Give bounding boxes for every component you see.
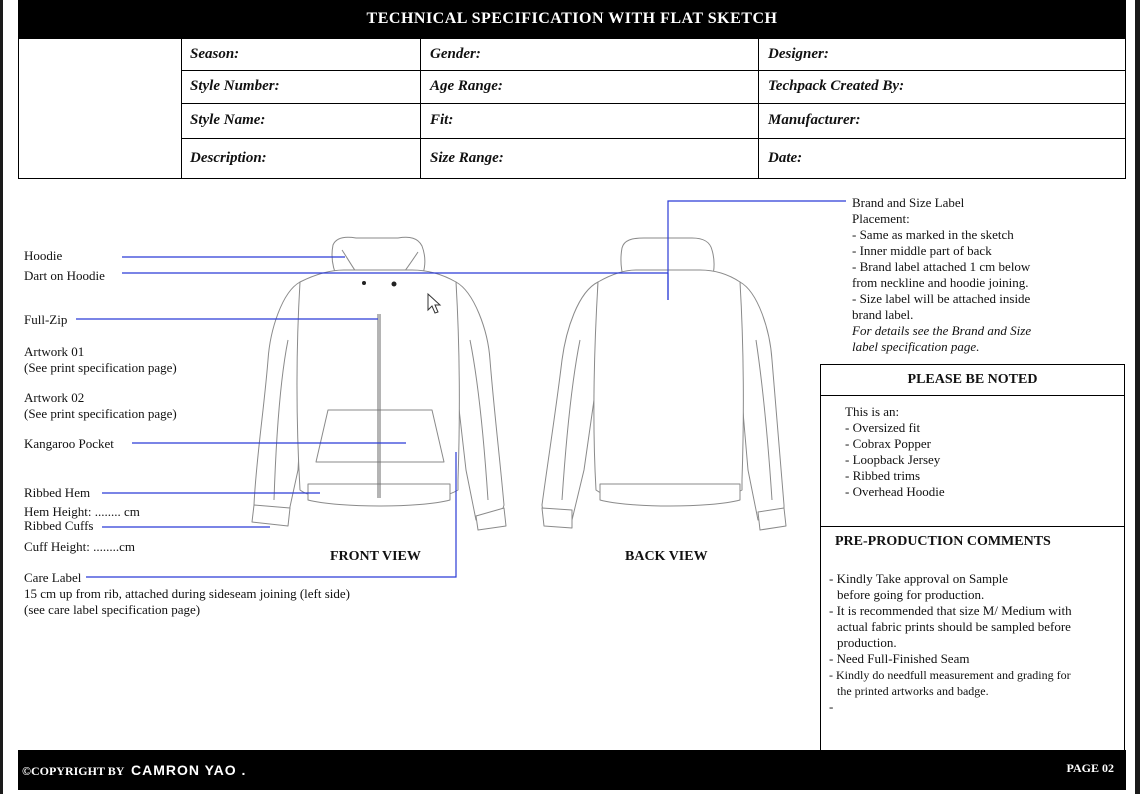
footer-bar: ©COPYRIGHT BY CAMRON YAO . PAGE 02: [18, 750, 1126, 790]
noted-intro: This is an:: [845, 404, 900, 419]
please-be-noted-box: PLEASE BE NOTED This is an: - Oversized …: [820, 364, 1125, 527]
page-number: PAGE 02: [1066, 761, 1114, 775]
copyright-label: ©COPYRIGHT BY: [22, 764, 124, 778]
info-row-2: Style Number: Age Range: Techpack Create…: [181, 70, 1125, 104]
designer-label: Designer:: [768, 46, 829, 62]
care-label-callout-line: [86, 452, 457, 578]
brand-label-line: brand label.: [852, 307, 914, 322]
back-view-title: BACK VIEW: [625, 549, 708, 564]
artwork-01-note: (See print specification page): [24, 360, 177, 375]
noted-item: - Overhead Hoodie: [845, 484, 945, 499]
comment-line: - Need Full-Finished Seam: [829, 651, 970, 666]
brand-name: CAMRON YAO .: [130, 762, 247, 778]
full-zip-label: Full-Zip: [24, 312, 68, 327]
front-view-title: FRONT VIEW: [330, 549, 421, 564]
brand-label-details: label specification page.: [852, 339, 980, 354]
spec-info-table: Season: Gender: Designer: Style Number: …: [18, 38, 1126, 179]
comment-line: - Kindly Take approval on Sample: [829, 571, 1009, 586]
noted-item: - Loopback Jersey: [845, 452, 941, 467]
page-edge-left: [0, 0, 3, 794]
season-label: Season:: [181, 39, 421, 70]
brand-label-line: - Inner middle part of back: [852, 243, 992, 258]
age-range-label: Age Range:: [421, 70, 759, 103]
manufacturer-label: Manufacturer:: [768, 112, 861, 128]
page-edge-right: [1135, 0, 1140, 794]
back-view-sketch: [541, 237, 787, 531]
copyright: ©COPYRIGHT BY CAMRON YAO .: [22, 762, 246, 779]
comment-line: the printed artworks and badge.: [837, 684, 989, 698]
size-range-label: Size Range:: [421, 138, 759, 178]
comment-line: production.: [837, 635, 897, 650]
drawstring-hole: [362, 281, 366, 285]
callout-lines: [76, 200, 846, 578]
gender-label: Gender:: [421, 39, 759, 70]
logo-cell: [19, 39, 182, 178]
front-view-sketch: [251, 236, 507, 531]
style-number-label: Style Number:: [181, 70, 421, 103]
pre-production-comments-box: PRE-PRODUCTION COMMENTS - Kindly Take ap…: [820, 526, 1125, 750]
care-label-note-1: 15 cm up from rib, attached during sides…: [24, 586, 350, 601]
hoodie-label: Hoodie: [24, 248, 63, 263]
kangaroo-pocket-label: Kangaroo Pocket: [24, 436, 114, 451]
techpack-created-by-label: Techpack Created By:: [768, 78, 905, 94]
artwork-02-note: (See print specification page): [24, 406, 177, 421]
style-name-label: Style Name:: [181, 103, 421, 138]
brand-label-title: Brand and Size Label: [852, 195, 965, 210]
comments-list: - Kindly Take approval on Sample before …: [821, 557, 1124, 715]
brand-label-line: - Brand label attached 1 cm below: [852, 259, 1031, 274]
noted-item: - Cobrax Popper: [845, 436, 931, 451]
noted-list: This is an: - Oversized fit - Cobrax Pop…: [821, 396, 1124, 500]
description-label: Description:: [181, 138, 421, 178]
brand-label-line: from neckline and hoodie joining.: [852, 275, 1029, 290]
noted-item: - Ribbed trims: [845, 468, 921, 483]
date-label: Date:: [768, 149, 803, 166]
brand-label-line: - Size label will be attached inside: [852, 291, 1031, 306]
care-label-note-2: (see care label specification page): [24, 602, 201, 617]
info-row-1: Season: Gender: Designer:: [181, 39, 1125, 71]
ribbed-cuffs-label: Ribbed Cuffs: [24, 518, 94, 533]
please-be-noted-title: PLEASE BE NOTED: [821, 365, 1124, 396]
dart-label: Dart on Hoodie: [24, 268, 105, 283]
comment-line: - It is recommended that size M/ Medium …: [829, 603, 1072, 618]
care-label-label: Care Label: [24, 570, 82, 585]
cursor-icon: [427, 292, 442, 314]
brand-size-label-note: Brand and Size Label Placement: - Same a…: [852, 195, 1112, 355]
brand-label-details: For details see the Brand and Size: [852, 323, 1032, 338]
ribbed-hem-label: Ribbed Hem: [24, 485, 91, 500]
noted-item: - Oversized fit: [845, 420, 921, 435]
artwork-02-label: Artwork 02: [24, 390, 85, 405]
placement-label: Placement:: [852, 211, 910, 226]
brand-label-callout-line: [667, 200, 846, 300]
info-row-3: Style Name: Fit: Manufacturer:: [181, 103, 1125, 139]
drawstring-hole: [391, 281, 397, 287]
comment-line: -: [829, 699, 834, 714]
artwork-01-label: Artwork 01: [24, 344, 85, 359]
pre-production-comments-title: PRE-PRODUCTION COMMENTS: [835, 534, 1051, 549]
comment-line: before going for production.: [837, 587, 985, 602]
comment-line: - Kindly do needfull measurement and gra…: [829, 668, 1071, 682]
page-title: TECHNICAL SPECIFICATION WITH FLAT SKETCH: [18, 0, 1126, 38]
brand-label-line: - Same as marked in the sketch: [852, 227, 1014, 242]
comment-line: actual fabric prints should be sampled b…: [837, 619, 1071, 634]
fit-label: Fit:: [421, 103, 759, 138]
hem-height-label: Hem Height: ........ cm: [24, 504, 140, 519]
cuff-height-label: Cuff Height: ........cm: [24, 539, 135, 554]
info-row-4: Description: Size Range: Date:: [181, 138, 1125, 178]
